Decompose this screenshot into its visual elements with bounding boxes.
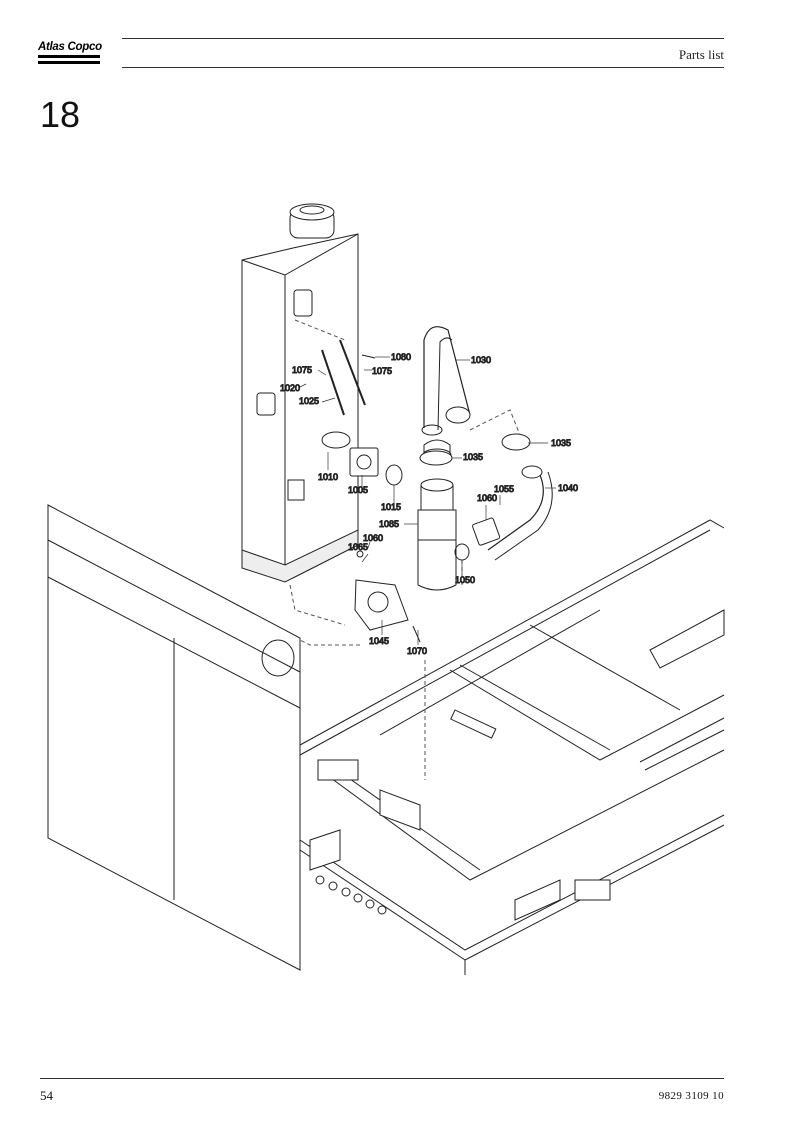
callout-1065: 1065 (348, 542, 368, 552)
logo-text: Atlas Copco (38, 41, 102, 53)
pipe-elbow-1030 (421, 326, 471, 436)
footer-rule (40, 1078, 724, 1079)
callout-1035: 1035 (463, 452, 483, 462)
callout-1010: 1010 (318, 472, 338, 482)
callout-1070: 1070 (407, 646, 427, 656)
callout-1060: 1060 (477, 493, 497, 503)
callout-1060: 1060 (363, 533, 383, 543)
page-number: 54 (40, 1088, 53, 1103)
callout-1015: 1015 (381, 502, 401, 512)
clamps (321, 339, 531, 643)
callout-1045: 1045 (369, 636, 389, 646)
callout-1085: 1085 (379, 519, 399, 529)
base-frame (299, 519, 725, 975)
callout-1050: 1050 (455, 575, 475, 585)
leader-lines (299, 356, 556, 645)
callout-1005: 1005 (348, 485, 368, 495)
logo-bar (38, 55, 100, 58)
header-rule (122, 67, 724, 68)
callout-1025: 1025 (299, 396, 319, 406)
callout-1080: 1080 (391, 352, 411, 362)
document-number: 9829 3109 10 (658, 1090, 724, 1102)
callout-1075: 1075 (292, 365, 312, 375)
logo-bar (38, 61, 100, 64)
section-number: 18 (40, 94, 81, 135)
assembly-guides (289, 319, 521, 780)
callout-1040: 1040 (558, 483, 578, 493)
callout-1075: 1075 (372, 366, 392, 376)
callout-1020: 1020 (280, 383, 300, 393)
header-title: Parts list (678, 47, 724, 62)
exploded-parts-drawing: 1080 1030 1075 1075 1020 1025 1035 1035 … (0, 190, 800, 990)
callout-1035: 1035 (551, 438, 571, 448)
side-panel (47, 504, 301, 971)
header-rule (122, 38, 724, 39)
callout-1030: 1030 (471, 355, 491, 365)
column-housing (241, 203, 359, 583)
callout-1055: 1055 (494, 484, 514, 494)
atlas-copco-logo: Atlas Copco (38, 38, 102, 68)
pipe-1040 (472, 465, 553, 561)
